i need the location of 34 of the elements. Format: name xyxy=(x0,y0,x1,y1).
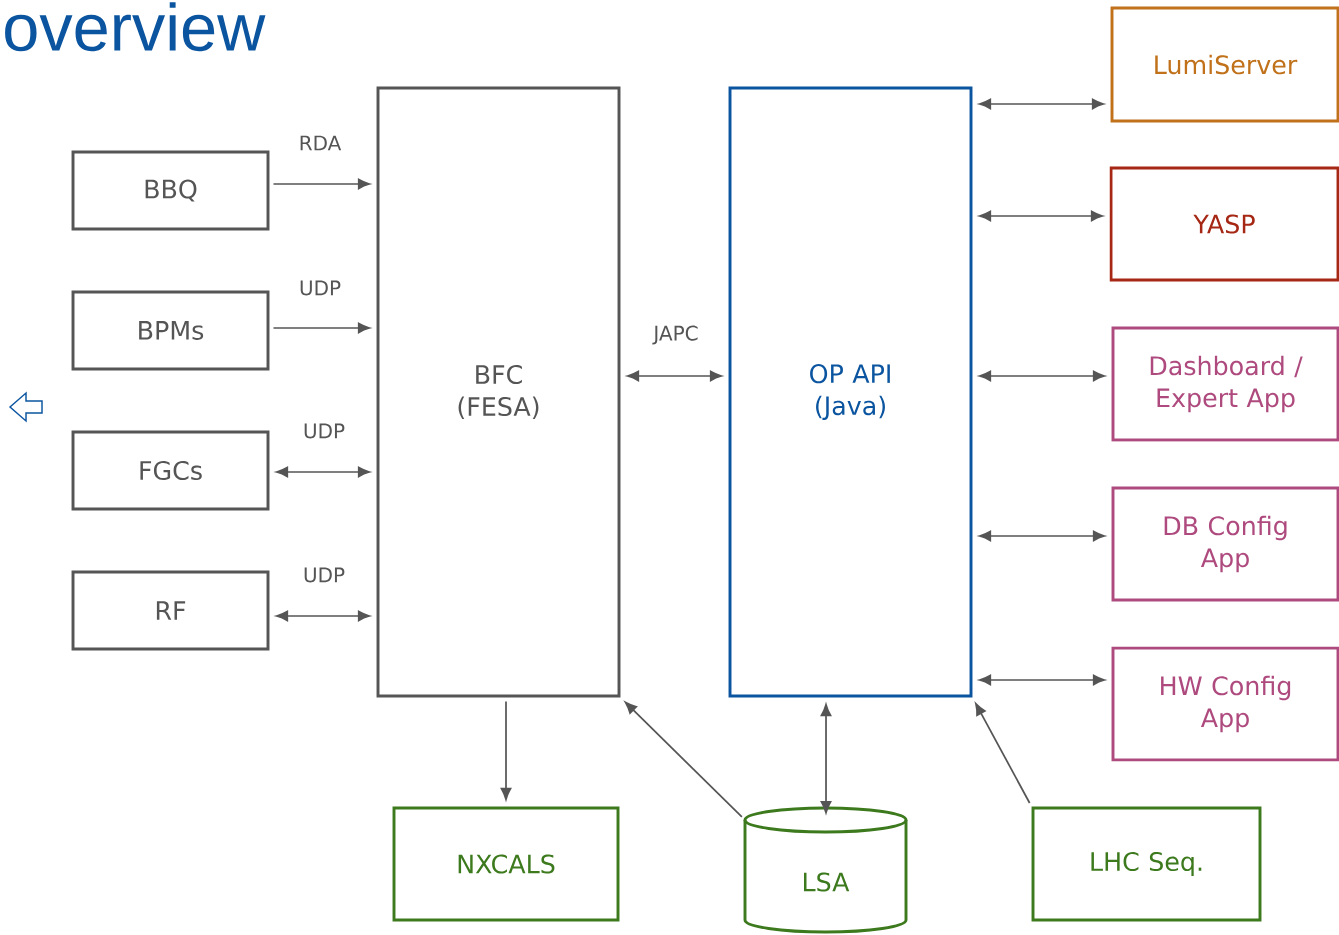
edge-label: UDP xyxy=(301,566,347,584)
process-box: LumiServer xyxy=(1110,6,1339,123)
edge-label: JAPC xyxy=(652,324,700,346)
system-box: OP API (Java) xyxy=(728,86,973,698)
arrow xyxy=(626,370,723,382)
arrow xyxy=(975,703,1031,804)
process-box: LHC Seq. xyxy=(1031,806,1262,922)
arrow xyxy=(272,178,371,190)
edge-label: UDP xyxy=(301,422,347,440)
process-box: NXCALS xyxy=(392,806,620,922)
process-box: DB Config App xyxy=(1111,486,1339,602)
edge-label: RDA xyxy=(297,134,343,152)
arrow xyxy=(978,98,1105,110)
process-box: Dashboard / Expert App xyxy=(1111,326,1339,442)
process-box: RF xyxy=(71,570,270,651)
arrow xyxy=(978,530,1106,542)
arrow xyxy=(978,674,1106,686)
arrow xyxy=(624,701,743,818)
process-box: YASP xyxy=(1109,166,1339,282)
edge-label: UDP xyxy=(297,279,343,297)
arrow xyxy=(500,700,512,801)
database-cylinder: LSA xyxy=(743,806,908,934)
process-box: HW Config App xyxy=(1111,646,1339,762)
process-box: FGCs xyxy=(71,430,270,511)
arrow xyxy=(275,610,371,622)
arrow xyxy=(978,370,1106,382)
process-box: BPMs xyxy=(71,290,270,371)
process-box: BBQ xyxy=(71,150,270,231)
arrow xyxy=(275,466,371,478)
arrow xyxy=(978,210,1104,222)
title: overview xyxy=(5,2,266,52)
system-box: BFC (FESA) xyxy=(376,86,621,698)
arrow xyxy=(820,703,832,814)
arrow xyxy=(272,322,371,334)
